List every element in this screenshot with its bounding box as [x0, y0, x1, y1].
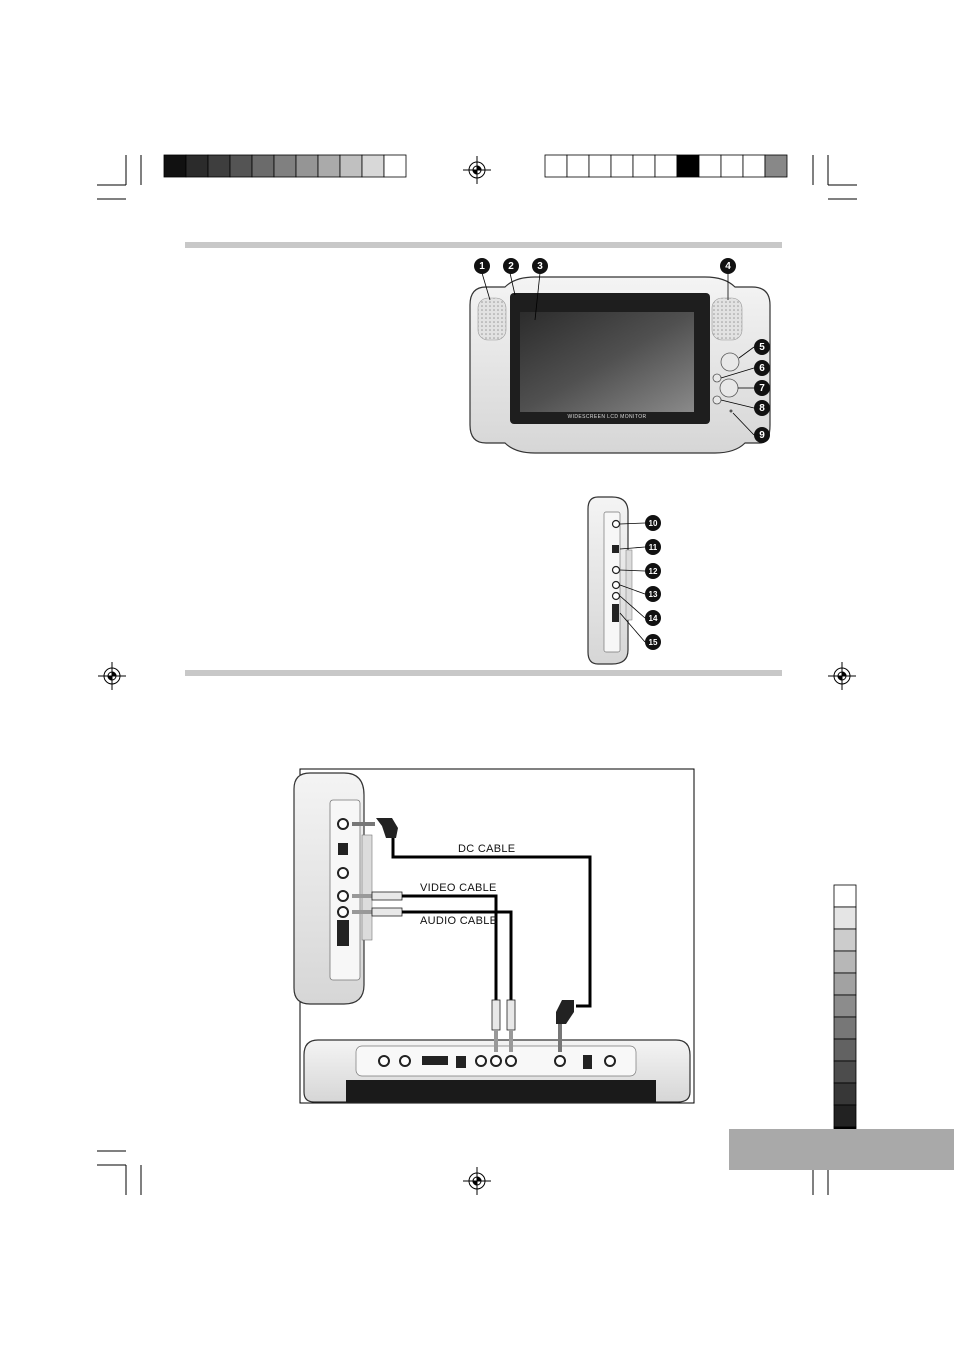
- indicator-9: [729, 409, 733, 413]
- jack-10: [611, 519, 621, 529]
- switch-11: [612, 545, 619, 553]
- video-cable-label: VIDEO CABLE: [420, 882, 497, 894]
- button-5: [720, 352, 740, 372]
- callout-11: 11: [645, 539, 661, 555]
- callout-5: 5: [754, 339, 770, 355]
- jack-12: [611, 565, 621, 575]
- right-speaker: [711, 297, 743, 341]
- callout-10: 10: [645, 515, 661, 531]
- volume-wheel-15: [612, 604, 619, 622]
- callout-7: 7: [754, 380, 770, 396]
- calibration-swatch: [764, 154, 788, 178]
- callout-12: 12: [645, 563, 661, 579]
- top-section-rule: [185, 242, 782, 248]
- lcd-screen: [520, 312, 694, 412]
- calibration-swatch: [383, 154, 407, 178]
- right-calibration-strip: [544, 154, 788, 178]
- callout-15: 15: [645, 634, 661, 650]
- screen-caption: WIDESCREEN LCD MONITOR: [567, 414, 647, 420]
- left-calibration-strip: [163, 154, 407, 178]
- page-edge-tab: [729, 1129, 954, 1170]
- callout-8: 8: [754, 400, 770, 416]
- callout-13: 13: [645, 586, 661, 602]
- dc-cable-label: DC CABLE: [458, 843, 516, 855]
- callout-6: 6: [754, 360, 770, 376]
- left-speaker: [477, 297, 507, 341]
- callout-3: 3: [532, 258, 548, 274]
- side-calibration-strip: [833, 884, 857, 1150]
- callout-14: 14: [645, 610, 661, 626]
- callout-9: 9: [754, 427, 770, 443]
- callout-4: 4: [720, 258, 736, 274]
- callout-1: 1: [474, 258, 490, 274]
- middle-section-rule: [185, 670, 782, 676]
- callout-2: 2: [503, 258, 519, 274]
- audio-cable-label: AUDIO CABLE: [420, 915, 498, 927]
- jack-13: [611, 580, 621, 590]
